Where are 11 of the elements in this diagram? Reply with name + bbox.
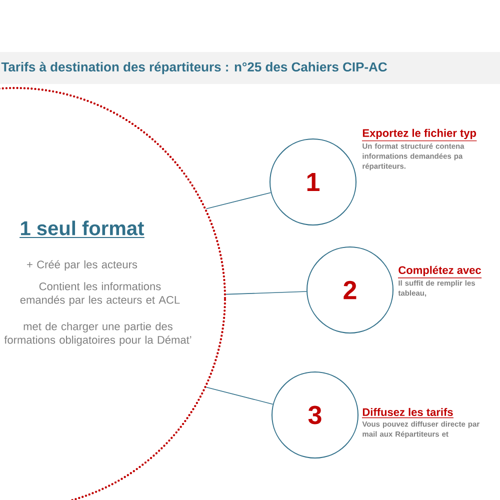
heading: 1 seul format [19, 220, 145, 238]
title: Tarifs à destination des répartiteurs : n°25 des Cahiers CIP-AC [1, 62, 387, 74]
step-heading: Complétez avec [398, 266, 482, 278]
connector-line [206, 386, 274, 405]
step-heading: Diffusez les tarifs [362, 408, 454, 418]
connector-line [226, 291, 307, 295]
connector-line [206, 192, 272, 210]
bullet-text: + Créé par les acteurs [27, 260, 138, 271]
bullet-text: met de charger une partie des formations obligatoires pour la Démat’ [4, 322, 192, 346]
bullet-text: Contient les informations emandés par les acteurs et ACL [20, 282, 180, 306]
step-heading: Exportez le fichier typ [362, 128, 478, 142]
